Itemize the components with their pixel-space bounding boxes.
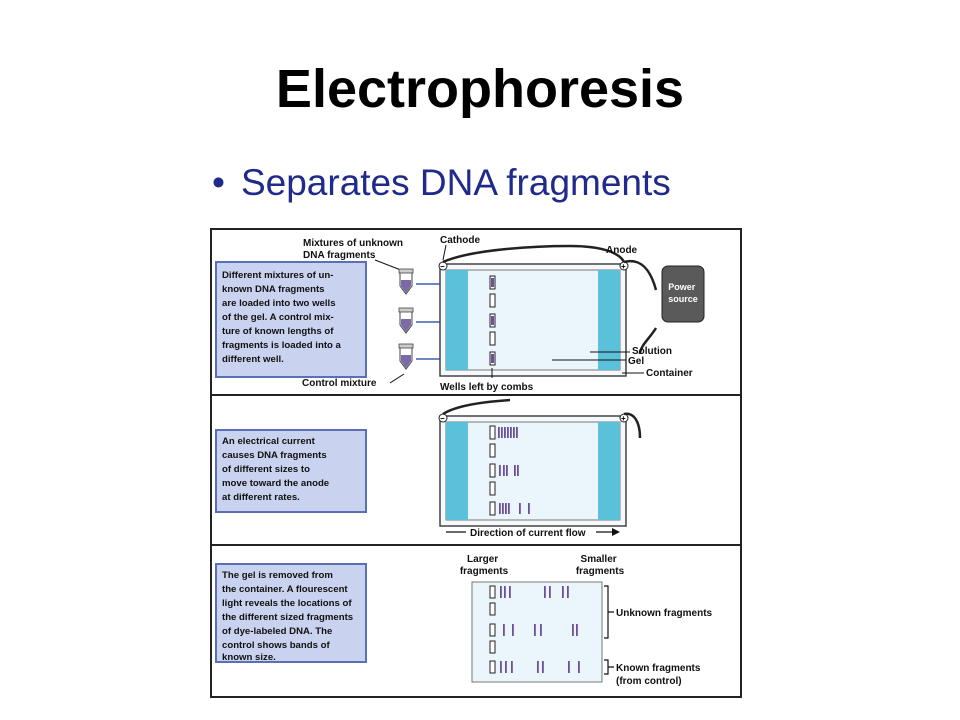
unknown-bracket [604,585,614,639]
buffer-right [598,270,620,370]
caption-1-line: of the gel. A control mix- [222,312,334,323]
caption-2-line: move toward the anode [222,478,329,489]
plus-sign-2: + [621,414,626,423]
electrophoresis-figure: Different mixtures of un- known DNA frag… [210,228,742,698]
caption-2-line: causes DNA fragments [222,450,327,461]
caption-box-2 [215,429,367,513]
plus-sign: + [621,262,626,271]
panel-1: Different mixtures of un- known DNA frag… [215,235,705,393]
caption-3-line: known size. [222,652,276,663]
label-solution: Solution [632,346,672,357]
label-larger: Larger fragments [460,554,509,577]
caption-box-3 [215,563,367,663]
label-gel: Gel [628,356,644,367]
caption-1-line: are loaded into two wells [222,298,336,309]
caption-3: The gel is removed from the container. A… [222,570,356,663]
minus-sign: − [440,262,445,271]
caption-1-line: ture of known lengths of [222,326,334,337]
label-wells: Wells left by combs [440,382,534,393]
caption-1-line: different well. [222,354,284,365]
direction-arrow [446,528,620,536]
caption-3-line: of dye-labeled DNA. The [222,626,332,637]
caption-1-line: fragments is loaded into a [222,340,342,351]
caption-3-line: The gel is removed from [222,570,333,581]
gel-2 [445,421,621,521]
buffer-left-2 [446,422,468,520]
label-known: Known fragments (from control) [616,663,703,687]
bullet-text: Separates DNA fragments [240,162,671,203]
label-mixtures: Mixtures of unknown DNA fragments [303,238,406,261]
tube-icon [398,343,414,370]
tube-icon [398,268,414,295]
label-container: Container [646,368,693,379]
minus-sign-2: − [440,414,445,423]
label-smaller: Smaller fragments [576,554,625,577]
caption-3-line: the different sized fragments [222,612,353,623]
caption-box-1 [215,261,367,378]
final-bands [500,586,580,673]
bullet-item: • Separates DNA fragments [212,162,671,204]
label-unknown: Unknown fragments [616,608,713,619]
panel-3: The gel is removed from the container. A… [215,554,713,687]
label-cathode: Cathode [440,235,480,246]
anode-wire [623,259,658,291]
anode-wire-2 [623,412,642,439]
caption-3-line: the container. A flourescent [222,584,348,595]
tube-icon [398,307,414,334]
label-direction: Direction of current flow [470,528,586,539]
caption-1-line: Different mixtures of un- [222,270,333,281]
caption-3-line: control shows bands of [222,640,330,651]
wells-2 [489,425,496,516]
power-source [661,265,705,323]
slide-title: Electrophoresis [275,59,685,119]
wells [489,275,496,366]
cathode-wire-2 [442,398,511,416]
known-bracket [604,659,614,675]
caption-1-line: known DNA fragments [222,284,325,295]
panel-2: An electrical current causes DNA fragmen… [215,398,642,539]
buffer-right-2 [598,422,620,520]
caption-2: An electrical current causes DNA fragmen… [222,436,332,503]
leader-line [442,244,447,261]
caption-1: Different mixtures of un- known DNA frag… [222,270,344,365]
caption-2-line: An electrical current [222,436,316,447]
caption-2-line: of different sizes to [222,464,310,475]
bullet-dot: • [212,162,225,203]
return-wire [638,327,658,355]
cathode-wire [442,244,626,264]
buffer-left [446,270,468,370]
caption-3-line: light reveals the locations of [222,598,352,609]
figure-svg: Different mixtures of un- known DNA frag… [210,228,742,698]
label-control: Control mixture [302,378,377,389]
leader-line [389,373,405,384]
wells-3 [489,585,496,674]
migrating-bands [498,427,530,514]
gel [445,269,621,371]
label-anode: Anode [606,245,638,256]
label-power: Power source [668,282,698,304]
caption-2-line: at different rates. [222,492,300,503]
